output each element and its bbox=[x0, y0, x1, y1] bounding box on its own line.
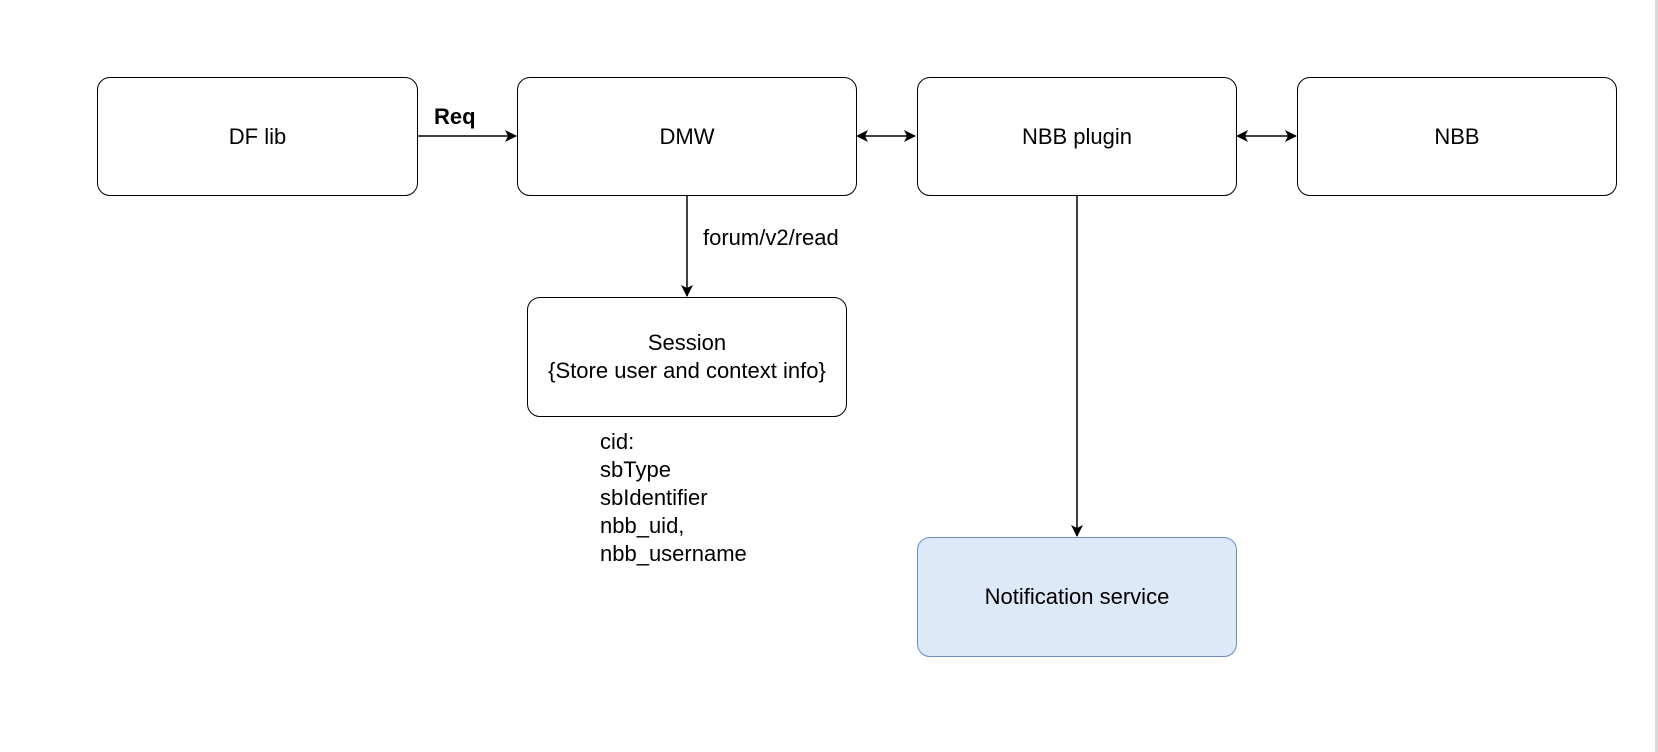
session-field: nbb_uid, bbox=[600, 513, 685, 538]
nbb-label: NBB bbox=[1434, 123, 1480, 149]
session-title: Session bbox=[647, 330, 727, 355]
dmw-node[interactable]: DMW bbox=[517, 77, 857, 196]
session-field: cid: bbox=[600, 429, 635, 454]
notification-service-label: Notification service bbox=[984, 584, 1170, 609]
session-fields-list: cid: sbType sbIdentifier nbb_uid, nbb_us… bbox=[600, 428, 747, 568]
session-field: nbb_username bbox=[600, 541, 747, 566]
session-subtitle: {Store user and context info} bbox=[548, 358, 826, 383]
df-lib-node[interactable]: DF lib bbox=[97, 77, 418, 196]
df-lib-label: DF lib bbox=[228, 123, 287, 149]
scrollbar-edge bbox=[1655, 0, 1658, 752]
nbb-plugin-node[interactable]: NBB plugin bbox=[917, 77, 1237, 196]
req-edge-label: Req bbox=[434, 104, 476, 129]
session-field: sbType bbox=[600, 457, 671, 482]
nbb-node[interactable]: NBB bbox=[1297, 77, 1617, 196]
read-edge-label: forum/v2/read bbox=[703, 225, 839, 250]
dmw-label: DMW bbox=[659, 123, 715, 149]
notification-service-node[interactable]: Notification service bbox=[917, 537, 1237, 657]
session-field: sbIdentifier bbox=[600, 485, 708, 510]
session-node[interactable]: Session {Store user and context info} bbox=[527, 297, 847, 417]
nbb-plugin-label: NBB plugin bbox=[1021, 123, 1133, 149]
